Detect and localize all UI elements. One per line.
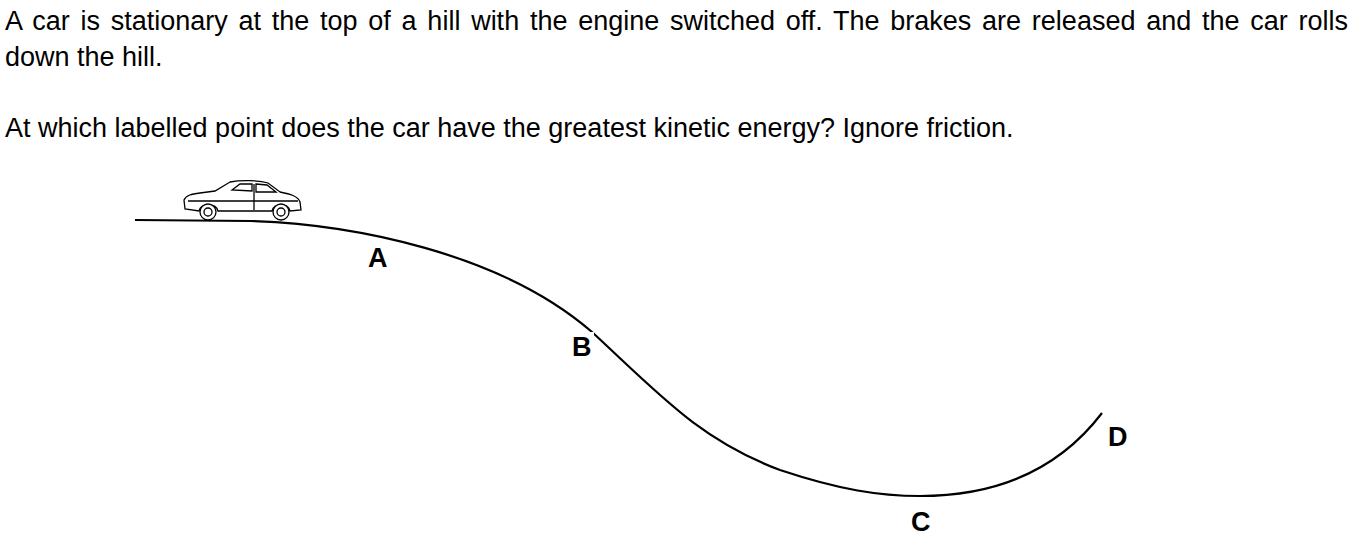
car-drawing [184,181,301,220]
point-label: B [570,332,594,362]
point-label: A [366,243,390,273]
point-label: D [1106,422,1130,452]
question-text: A car is stationary at the top of a hill… [5,3,1348,75]
hill-curve [135,220,1102,496]
question-text: At which labelled point does the car hav… [5,110,1348,146]
point-label: C [909,507,933,537]
